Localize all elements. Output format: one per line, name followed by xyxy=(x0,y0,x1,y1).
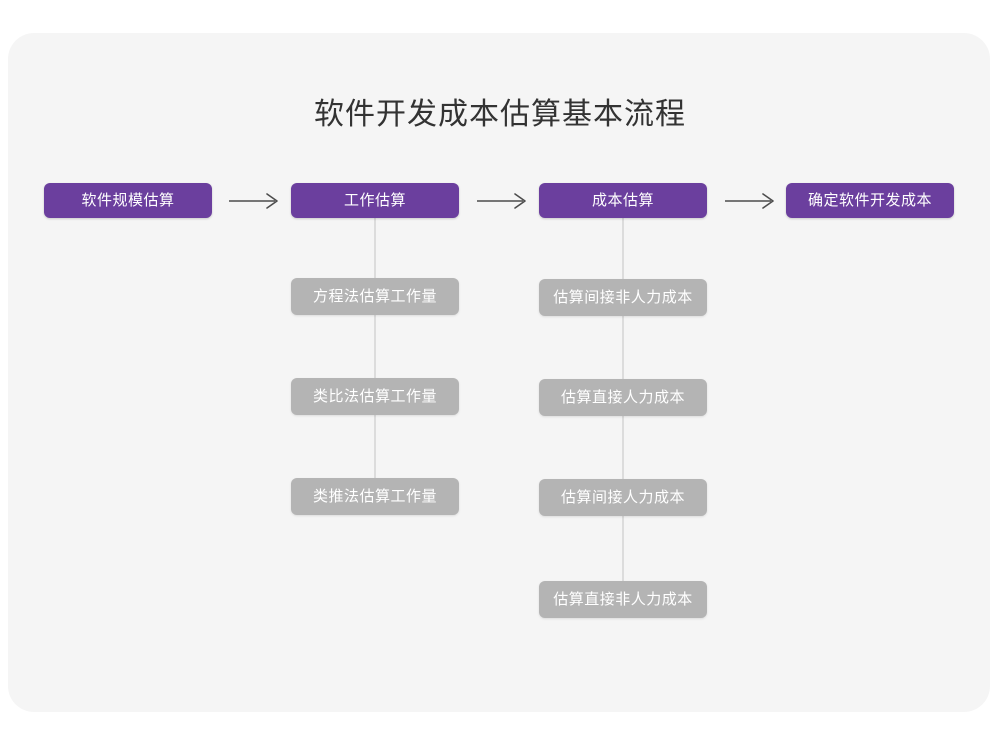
stage-node-software-scale-estimation[interactable]: 软件规模估算 xyxy=(44,183,212,218)
substep-node-analogy-method-effort[interactable]: 类比法估算工作量 xyxy=(291,378,459,415)
stage-node-effort-estimation[interactable]: 工作估算 xyxy=(291,183,459,218)
arrow-stage-3-to-4 xyxy=(723,189,779,213)
substep-node-direct-labor-cost[interactable]: 估算直接人力成本 xyxy=(539,379,707,416)
substep-node-indirect-non-labor-cost[interactable]: 估算间接非人力成本 xyxy=(539,279,707,316)
content-card xyxy=(8,33,990,712)
arrow-stage-2-to-3 xyxy=(475,189,531,213)
page-title: 软件开发成本估算基本流程 xyxy=(314,98,686,131)
stage-node-determine-development-cost[interactable]: 确定软件开发成本 xyxy=(786,183,954,218)
arrow-stage-1-to-2 xyxy=(227,189,283,213)
stage-node-cost-estimation[interactable]: 成本估算 xyxy=(539,183,707,218)
substep-node-direct-non-labor-cost[interactable]: 估算直接非人力成本 xyxy=(539,581,707,618)
substep-node-indirect-labor-cost[interactable]: 估算间接人力成本 xyxy=(539,479,707,516)
substep-node-equation-method-effort[interactable]: 方程法估算工作量 xyxy=(291,278,459,315)
connector-stage-2 xyxy=(374,215,376,503)
substep-node-inference-method-effort[interactable]: 类推法估算工作量 xyxy=(291,478,459,515)
